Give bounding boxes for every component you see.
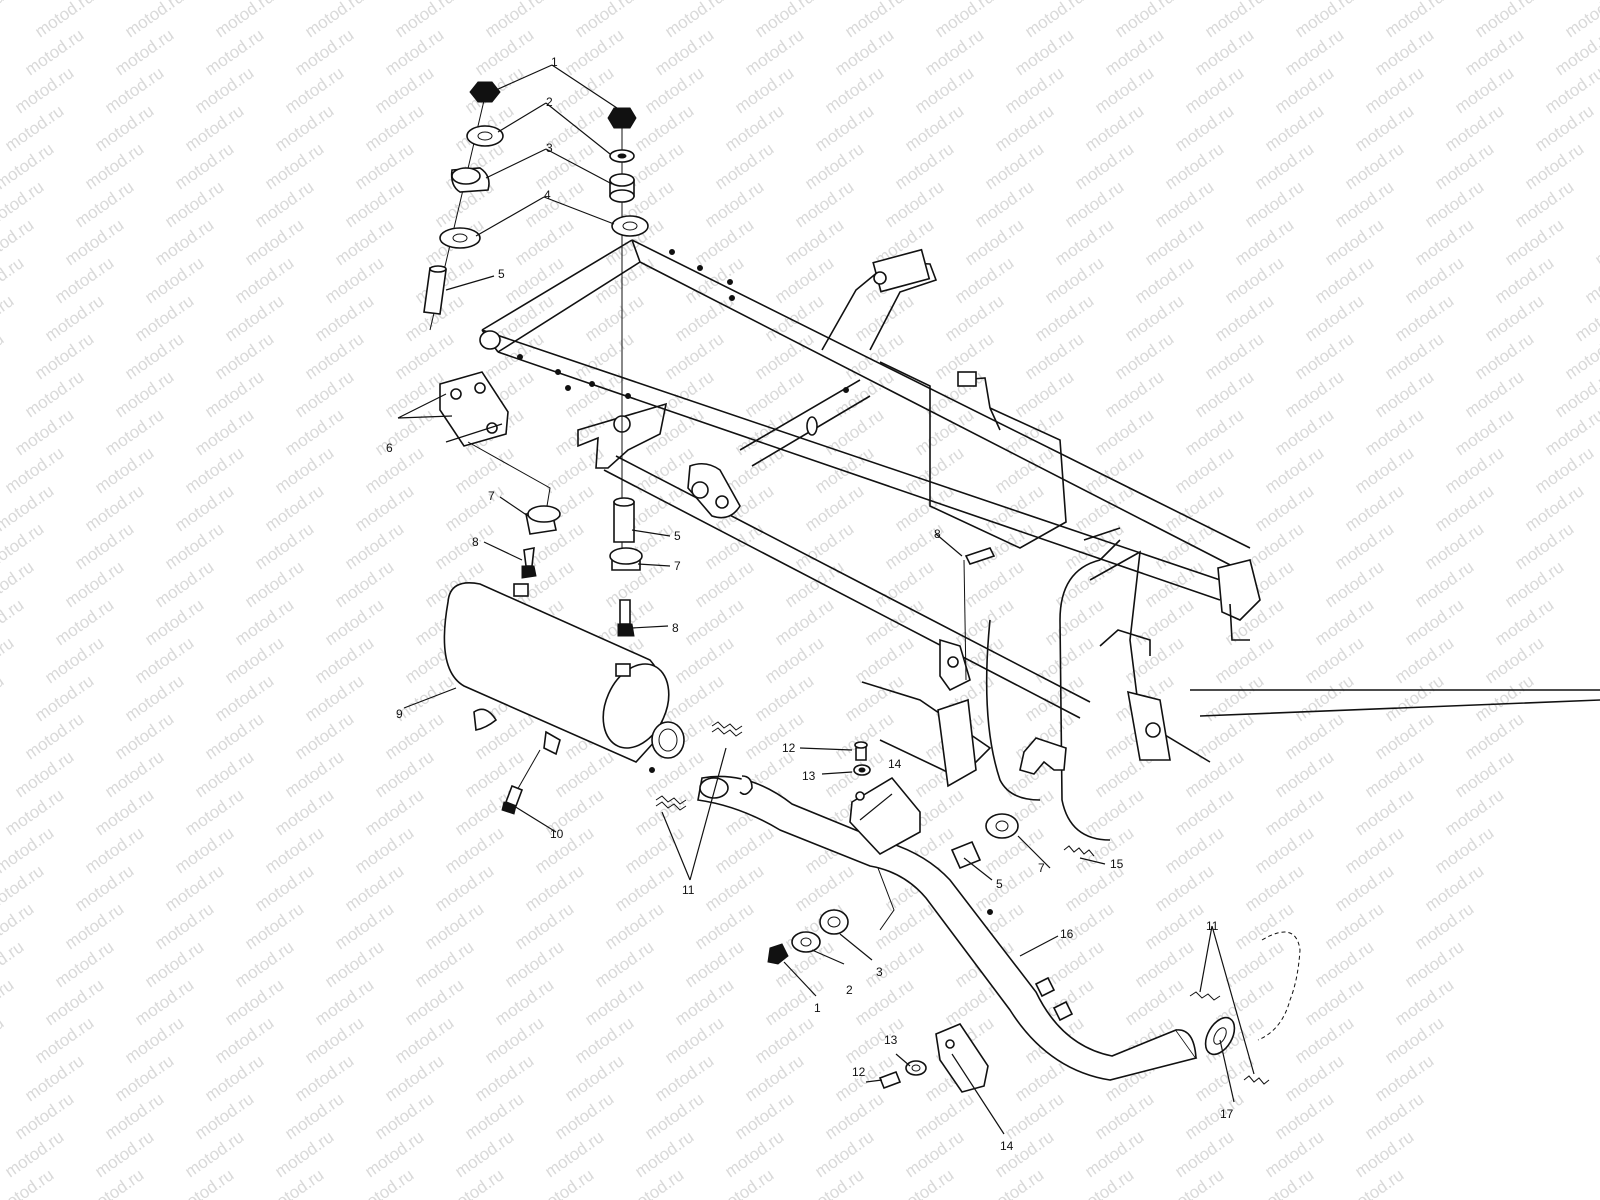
callout-8: 8 xyxy=(472,535,479,549)
callout-14: 14 xyxy=(1000,1139,1014,1153)
callout-5: 5 xyxy=(996,877,1003,891)
callout-6: 6 xyxy=(386,441,393,455)
watermark-text: motod.ru xyxy=(0,291,17,345)
pipe-clamp-upper xyxy=(849,741,921,856)
muffler xyxy=(443,582,685,773)
callout-5: 5 xyxy=(498,267,505,281)
callout-8: 8 xyxy=(934,527,941,541)
frame-bolt xyxy=(963,547,996,681)
lower-fastener-stack xyxy=(767,909,849,965)
pipe-clamp-lower xyxy=(878,1023,989,1093)
callout-labels: 1 2 3 4 5 6 7 8 5 7 8 8 9 10 11 12 13 14… xyxy=(386,55,1234,1153)
callout-1: 1 xyxy=(551,55,558,69)
leader-lines xyxy=(397,64,1255,1135)
right-grommets xyxy=(950,813,1095,870)
callout-7: 7 xyxy=(488,489,495,503)
callout-14: 14 xyxy=(888,757,902,771)
callout-12: 12 xyxy=(782,741,796,755)
callout-11: 11 xyxy=(1206,919,1219,933)
callout-1: 1 xyxy=(814,1001,821,1015)
watermark-text: motod.ru xyxy=(0,1013,7,1067)
watermark-text: motod.ru xyxy=(0,329,7,383)
callout-11: 11 xyxy=(682,883,695,897)
callout-12: 12 xyxy=(852,1065,866,1079)
callout-15: 15 xyxy=(1110,857,1124,871)
right-mount-stack xyxy=(607,107,649,560)
callout-5: 5 xyxy=(674,529,681,543)
rear-joint xyxy=(1189,931,1301,1085)
center-grommet-stack xyxy=(609,497,643,637)
callout-2: 2 xyxy=(546,95,553,109)
watermark-text: motod.ru xyxy=(0,975,17,1029)
callout-8: 8 xyxy=(672,621,679,635)
watermark-text: motod.ru xyxy=(0,671,7,725)
callout-2: 2 xyxy=(846,983,853,997)
left-grommet-bolt xyxy=(467,441,561,579)
callout-16: 16 xyxy=(1060,927,1074,941)
callout-7: 7 xyxy=(674,559,681,573)
callout-7: 7 xyxy=(1038,861,1045,875)
callout-10: 10 xyxy=(550,827,564,841)
callout-3: 3 xyxy=(546,141,553,155)
callout-17: 17 xyxy=(1220,1107,1234,1121)
callout-4: 4 xyxy=(544,188,551,202)
callout-3: 3 xyxy=(876,965,883,979)
left-mount-stack xyxy=(423,81,504,331)
muffler-bolt xyxy=(501,749,541,815)
spring-pair-upper xyxy=(655,721,743,811)
watermark-text: motod.ru xyxy=(1591,215,1600,269)
exhaust-pipe xyxy=(697,775,1198,1081)
frame-assembly xyxy=(479,239,1600,841)
callout-13: 13 xyxy=(802,769,816,783)
watermark-text: motod.ru xyxy=(0,633,17,687)
mounting-plate xyxy=(439,371,509,447)
callout-9: 9 xyxy=(396,707,403,721)
watermark-text: motod.ru xyxy=(0,0,7,41)
callout-13: 13 xyxy=(884,1033,898,1047)
